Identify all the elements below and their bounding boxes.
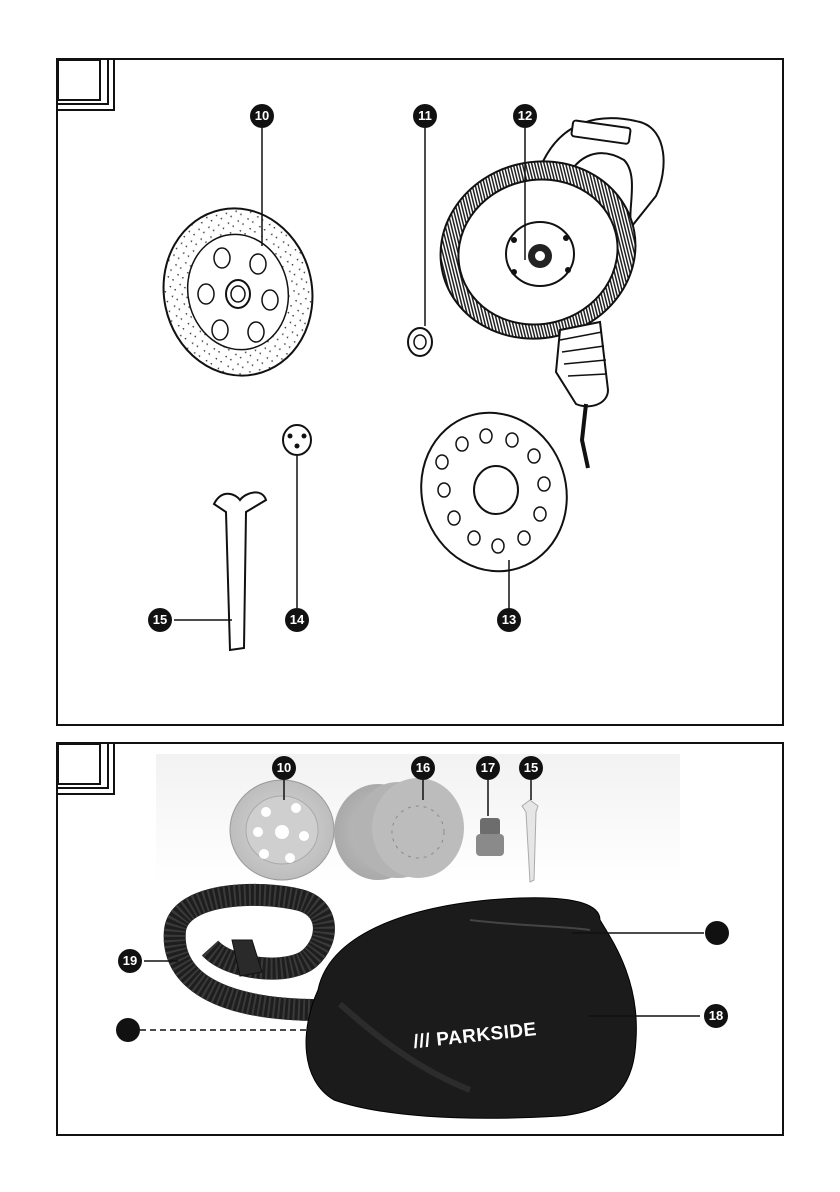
flange-drawing [283, 425, 311, 455]
callout-dot [116, 1018, 140, 1042]
label-flange: 14 [285, 608, 309, 632]
label-wrench: 15 [148, 608, 172, 632]
label-adapter: 17 [476, 756, 500, 780]
wall-grinder-drawing [422, 118, 664, 468]
label-disc: 10 [250, 104, 274, 128]
nut-drawing [408, 328, 432, 356]
label-nut: 11 [413, 104, 437, 128]
label-disc: 10 [272, 756, 296, 780]
label-spindle: 12 [513, 104, 537, 128]
suction-hose-photo [175, 895, 324, 1010]
label-wrench: 15 [519, 756, 543, 780]
label-sanding-sheets: 16 [411, 756, 435, 780]
label-hose: 19 [118, 949, 142, 973]
adapter-photo [476, 818, 504, 856]
label-bag: 18 [704, 1004, 728, 1028]
callout-dot [705, 921, 729, 945]
figure-tab-top [56, 58, 114, 110]
label-pad: 13 [497, 608, 521, 632]
figure-tab-bottom [56, 742, 114, 794]
backing-pad-drawing [401, 394, 587, 591]
diamond-disc-photo [230, 780, 334, 880]
pin-wrench-drawing [214, 492, 266, 650]
sanding-sheets-photo [334, 778, 464, 880]
diamond-disc-drawing [148, 194, 328, 389]
dust-bag-photo: /// PARKSIDE [306, 898, 636, 1119]
